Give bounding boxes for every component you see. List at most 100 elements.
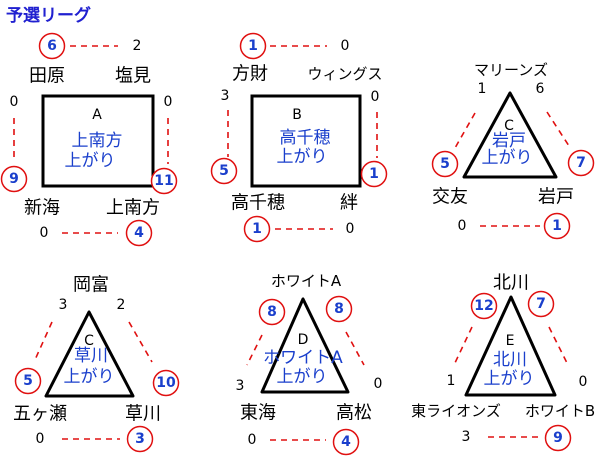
team-name: 絆 <box>340 193 358 214</box>
match-dashed-line <box>246 334 263 366</box>
winner-score-circle <box>325 295 353 323</box>
advance-label: 草川 <box>74 346 108 366</box>
loser-score: 0 <box>36 431 45 447</box>
advance-label: 高千穂 <box>280 128 331 148</box>
group-label: C <box>504 118 514 134</box>
winner-score: 11 <box>154 173 173 189</box>
team-name: 北川 <box>493 273 529 294</box>
match-dashed-line <box>454 112 476 149</box>
winner-score-circle <box>567 149 595 177</box>
winner-score-circle <box>150 167 178 195</box>
loser-score: 0 <box>458 218 467 234</box>
loser-score: 0 <box>374 376 383 392</box>
loser-score: 0 <box>341 38 350 54</box>
loser-score: 0 <box>371 89 380 105</box>
loser-score: 3 <box>59 297 68 313</box>
winner-score: 4 <box>134 225 144 241</box>
loser-score: 3 <box>221 88 230 104</box>
advance-label: 上がり <box>484 369 535 389</box>
team-name: 岡富 <box>73 275 109 296</box>
advance-label: 上がり <box>64 367 115 387</box>
loser-score: 0 <box>40 225 49 241</box>
loser-score: 6 <box>536 81 545 97</box>
advance-label: 岩戸 <box>492 131 526 151</box>
winner-score: 8 <box>334 301 344 317</box>
match-dashed-line <box>345 331 365 366</box>
winner-score-circle <box>544 424 572 452</box>
group-label: D <box>298 332 309 348</box>
winner-score: 1 <box>369 166 379 182</box>
league-triangle <box>260 297 350 394</box>
team-name: ホワイトA <box>271 272 342 290</box>
loser-score: 3 <box>462 429 471 445</box>
winner-score-circle <box>258 298 286 326</box>
team-name: 高千穂 <box>231 193 285 214</box>
loser-score: 2 <box>117 297 126 313</box>
page-title: 予選リーグ <box>6 6 91 26</box>
team-name: 交友 <box>432 187 468 208</box>
league-square <box>250 94 362 188</box>
loser-score: 3 <box>236 378 245 394</box>
match-dashed-line <box>546 111 570 147</box>
winner-score-circle <box>0 165 28 193</box>
advance-label: 上がり <box>482 148 533 168</box>
winner-score: 10 <box>156 375 176 391</box>
winner-score: 4 <box>341 434 351 450</box>
winner-score-circle <box>152 369 180 397</box>
team-name: 方財 <box>232 64 268 85</box>
match-dashed-line <box>128 321 153 363</box>
loser-score: 0 <box>579 374 588 390</box>
league-triangle <box>464 295 557 397</box>
loser-score: 0 <box>346 221 355 237</box>
winner-score: 1 <box>552 218 562 234</box>
group-label: A <box>92 107 102 123</box>
team-name: 上南方 <box>106 198 160 219</box>
team-name: 東海 <box>240 403 276 424</box>
league-triangle <box>44 310 135 398</box>
winner-score-circle <box>14 367 42 395</box>
winner-score: 5 <box>219 163 229 179</box>
loser-score: 0 <box>248 432 257 448</box>
league-triangle <box>462 91 558 179</box>
advance-label: 上南方 <box>72 131 123 151</box>
winner-score: 1 <box>252 221 262 237</box>
winner-score: 5 <box>23 373 33 389</box>
advance-label: ホワイトA <box>263 348 343 368</box>
team-name: 田原 <box>29 66 65 87</box>
winner-score: 12 <box>474 298 493 314</box>
match-dashed-line <box>548 326 568 364</box>
winner-score-circle <box>38 32 66 60</box>
winner-score-circle <box>210 157 238 185</box>
team-name: ホワイトB <box>525 402 595 420</box>
winner-score: 7 <box>576 155 586 171</box>
team-name: 東ライオンズ <box>411 402 501 420</box>
winner-score-circle <box>527 290 555 318</box>
winner-score: 9 <box>9 171 19 187</box>
winner-score: 8 <box>267 304 277 320</box>
team-name: 岩戸 <box>538 187 574 208</box>
winner-score-circle <box>243 215 271 243</box>
loser-score: 0 <box>164 94 173 110</box>
winner-score-circle <box>543 212 571 240</box>
winner-score: 6 <box>47 38 57 54</box>
advance-label: 上がり <box>277 367 328 387</box>
winner-score-circle <box>125 219 153 247</box>
advance-label: 上がり <box>65 151 116 171</box>
match-dashed-line <box>453 326 473 366</box>
winner-score-circle <box>470 292 498 320</box>
loser-score: 1 <box>447 373 456 389</box>
winner-score: 1 <box>248 38 258 54</box>
winner-score-circle <box>126 425 154 453</box>
advance-label: 北川 <box>493 350 527 370</box>
group-label: B <box>292 107 302 123</box>
team-name: 高松 <box>336 403 372 424</box>
winner-score-circle <box>431 150 459 178</box>
team-name: 五ヶ瀬 <box>13 404 67 425</box>
team-name: 新海 <box>24 198 60 219</box>
team-name: 塩見 <box>115 66 151 87</box>
loser-score: 0 <box>10 94 19 110</box>
winner-score-circle <box>360 160 388 188</box>
winner-score-circle <box>239 32 267 60</box>
